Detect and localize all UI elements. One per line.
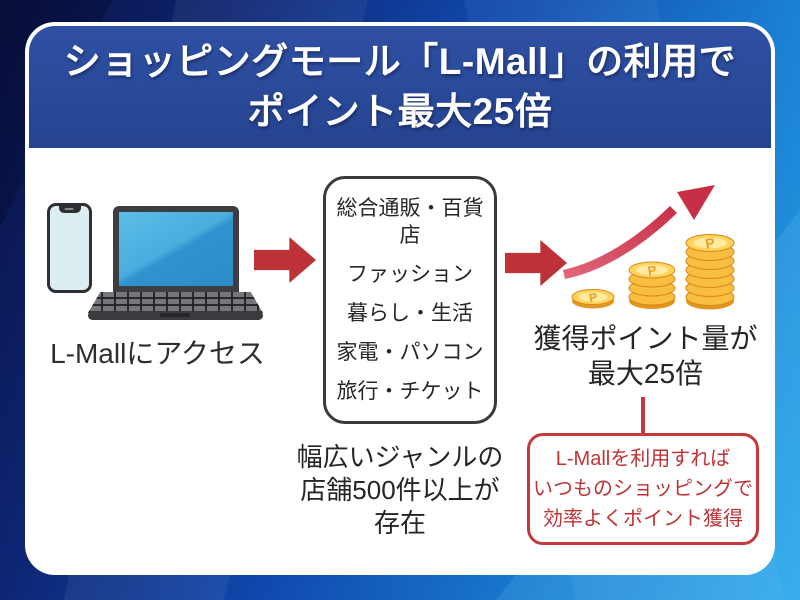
points-result-label: 獲得ポイント量が 最大25倍 (523, 321, 768, 391)
laptop-screen (119, 212, 233, 286)
category-item: 家電・パソコン (336, 340, 484, 364)
category-item: 旅行・チケット (336, 379, 484, 403)
category-item: ファッション (347, 263, 473, 287)
header-title-line1: ショッピングモール「L-Mall」の利用で (63, 41, 737, 83)
smartphone-speaker (64, 208, 74, 210)
points-result-line1: 獲得ポイント量が (533, 323, 758, 354)
category-item: 暮らし・生活 (347, 301, 473, 325)
store-count-note-line2: 店舗500件以上が (300, 474, 500, 505)
store-count-note-line3: 存在 (373, 507, 426, 538)
header-banner: ショッピングモール「L-Mall」の利用で ポイント最大25倍 (29, 26, 771, 148)
store-count-note-line1: 幅広いジャンルの (296, 442, 504, 472)
access-step-label: L-Mallにアクセス (50, 338, 265, 369)
callout-line3: 効率よくポイント獲得 (543, 508, 743, 530)
callout-connector-line (641, 397, 645, 434)
category-item: 総合通販・百貨店 (336, 196, 484, 248)
laptop-illustration (113, 206, 239, 292)
points-growth-illustration: P P P (563, 185, 735, 310)
laptop-keyboard (88, 292, 263, 313)
category-list-box: 総合通販・百貨店 ファッション 暮らし・生活 家電・パソコン 旅行・チケット (323, 176, 497, 424)
points-result-line2: 最大25倍 (587, 358, 704, 389)
coin-stack-medium: P (628, 261, 676, 309)
laptop-touchpad (160, 313, 190, 317)
store-count-note: 幅広いジャンルの 店舗500件以上が 存在 (280, 441, 520, 539)
smartphone-screen (50, 206, 89, 290)
coin-letter: P (588, 290, 598, 305)
callout-line2: いつものショッピングで (533, 478, 753, 500)
callout-line1: L-Mallを利用すれば (555, 448, 731, 470)
header-title-line2: ポイント最大25倍 (247, 91, 553, 132)
callout-box: L-Mallを利用すれば いつものショッピングで 効率よくポイント獲得 (527, 433, 759, 545)
coin-letter: P (704, 234, 716, 251)
smartphone-illustration (47, 203, 92, 293)
coin-letter: P (647, 262, 658, 278)
coin-stack-tall: P (685, 234, 735, 310)
rising-arrow-head (677, 185, 715, 220)
coin-stack-small: P (571, 289, 615, 309)
rising-arrow-icon (563, 206, 677, 279)
